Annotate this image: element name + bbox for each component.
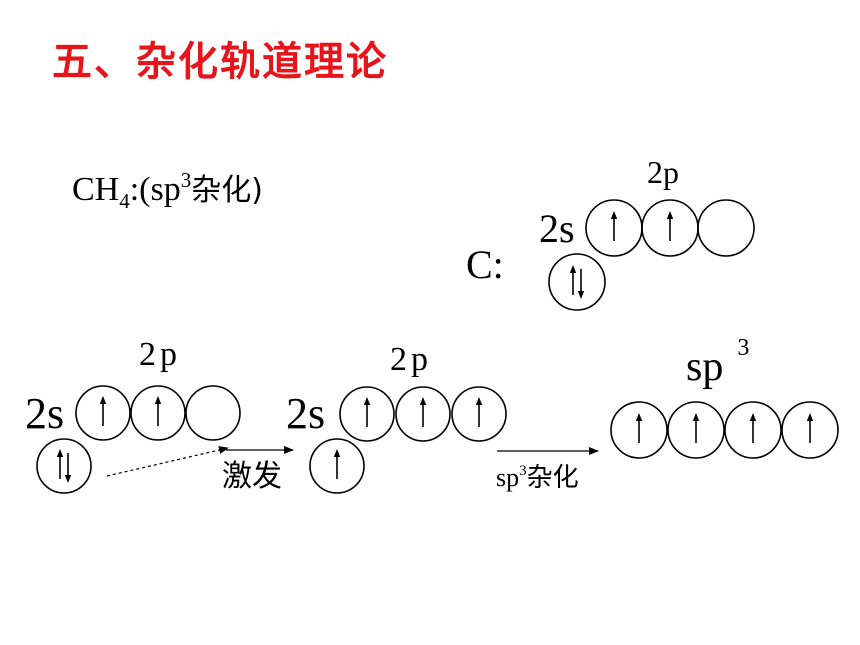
orbital-circle <box>667 401 725 459</box>
orbital-up <box>130 385 186 441</box>
orbital-circle <box>781 401 839 459</box>
excited-p-label: 2p <box>390 341 432 378</box>
orbital-circle <box>724 401 782 459</box>
orbital-empty <box>697 199 755 257</box>
orbital-circle <box>697 199 755 257</box>
carbon-2p-orbitals <box>585 199 755 257</box>
carbon-2s-orbital <box>548 253 606 311</box>
orbital-up <box>451 386 507 442</box>
orbital-up <box>781 401 839 459</box>
excited-2p-orbitals <box>339 386 507 442</box>
orbital-up <box>395 386 451 442</box>
ground-p-label: 2p <box>139 336 181 373</box>
excitation-dashed-arrow <box>106 446 229 477</box>
orbital-circle <box>548 253 606 311</box>
orbital-circle <box>309 438 365 494</box>
orbital-empty <box>185 385 241 441</box>
excited-s-label: 2s <box>286 389 325 438</box>
orbital-circle <box>36 438 92 494</box>
orbital-up <box>75 385 131 441</box>
ground-2p-orbitals <box>75 385 241 441</box>
orbital-paired <box>548 253 606 311</box>
orbital-up <box>610 401 668 459</box>
orbital-circle <box>395 386 451 442</box>
hybridization-label: sp3杂化 <box>496 463 579 493</box>
carbon-label: C: <box>466 242 504 287</box>
orbital-circle <box>130 385 186 441</box>
carbon-p-label: 2p <box>647 154 679 190</box>
orbital-up <box>667 401 725 459</box>
orbital-up <box>641 199 699 257</box>
orbital-paired <box>36 438 92 494</box>
orbital-circle <box>185 385 241 441</box>
slide-title: 五、杂化轨道理论 <box>52 39 388 85</box>
orbital-up <box>309 438 365 494</box>
ch4-formula: CH4:(sp3杂化) <box>72 168 263 213</box>
excitation-label: 激发 <box>222 459 282 494</box>
orbital-up <box>585 199 643 257</box>
orbital-circle <box>339 386 395 442</box>
orbital-up <box>339 386 395 442</box>
orbital-circle <box>451 386 507 442</box>
excited-2s-orbital <box>309 438 365 494</box>
ground-2s-orbital <box>36 438 92 494</box>
sp3-orbitals <box>610 401 839 459</box>
carbon-s-label: 2s <box>539 206 575 251</box>
orbital-circle <box>610 401 668 459</box>
ground-s-label: 2s <box>25 389 64 438</box>
orbital-circle <box>75 385 131 441</box>
orbital-up <box>724 401 782 459</box>
